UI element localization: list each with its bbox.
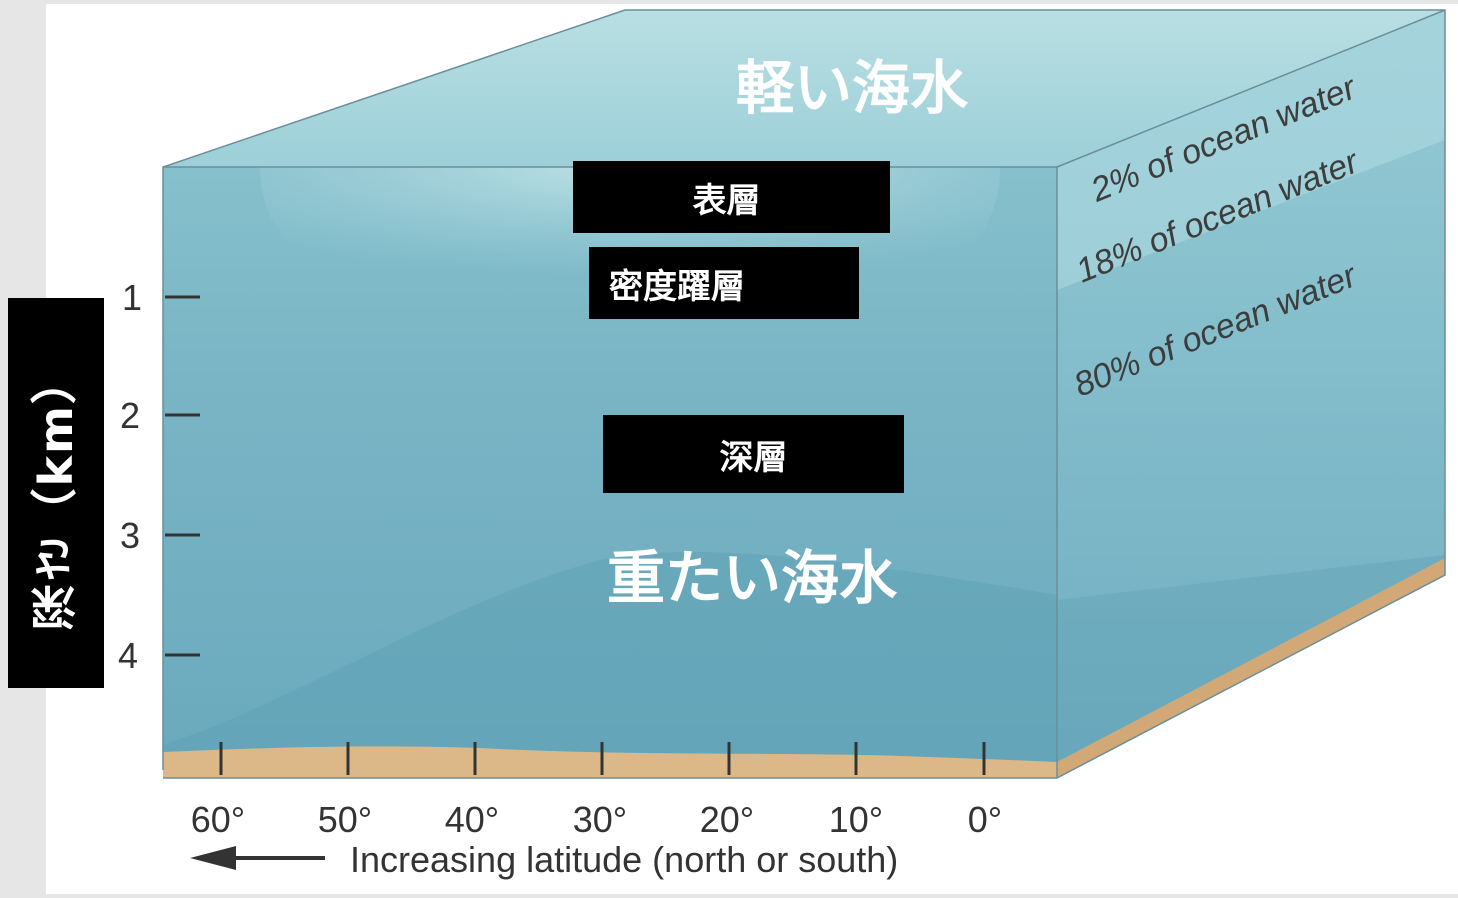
heavy-water-label: 重たい海水 — [607, 544, 898, 612]
pycnocline-label: 密度躍層 — [589, 247, 859, 319]
seafloor-front — [163, 746, 1057, 778]
lat-label-30: 30° — [573, 799, 627, 840]
block-top-face — [163, 10, 1445, 167]
lat-label-20: 20° — [700, 799, 754, 840]
latitude-caption: Increasing latitude (north or south) — [350, 839, 898, 880]
lat-label-60: 60° — [191, 799, 245, 840]
lat-label-40: 40° — [445, 799, 499, 840]
seafloor-side — [1057, 558, 1445, 778]
depth-tick-labels: 1 2 3 4 — [118, 277, 142, 676]
light-water-label: 軽い海水 — [736, 54, 969, 122]
lat-label-50: 50° — [318, 799, 372, 840]
pycnocline-text: 密度躍層 — [609, 266, 745, 307]
deep-layer-text: 深層 — [719, 437, 788, 478]
depth-label-1: 1 — [122, 277, 142, 318]
surface-layer-label: 表層 — [573, 161, 890, 233]
depth-axis-title-text: 深さ（km） — [29, 355, 83, 631]
lat-label-0: 0° — [968, 799, 1002, 840]
deep-layer-label: 深層 — [603, 415, 904, 493]
depth-axis-title: 深さ（km） — [8, 298, 104, 688]
latitude-ticks — [219, 742, 986, 775]
surface-layer-text: 表層 — [692, 180, 761, 221]
depth-label-2: 2 — [120, 395, 140, 436]
deep-water-front-region — [163, 552, 1057, 770]
depth-label-4: 4 — [118, 635, 138, 676]
side-surface-band — [1057, 10, 1445, 290]
block-corner-edge — [1056, 9, 1446, 168]
lat-label-10: 10° — [829, 799, 883, 840]
left-arrow-icon — [190, 846, 325, 870]
depth-ticks — [165, 295, 200, 657]
depth-label-3: 3 — [120, 515, 140, 556]
latitude-tick-labels: 60° 50° 40° 30° 20° 10° 0° — [191, 799, 1002, 840]
